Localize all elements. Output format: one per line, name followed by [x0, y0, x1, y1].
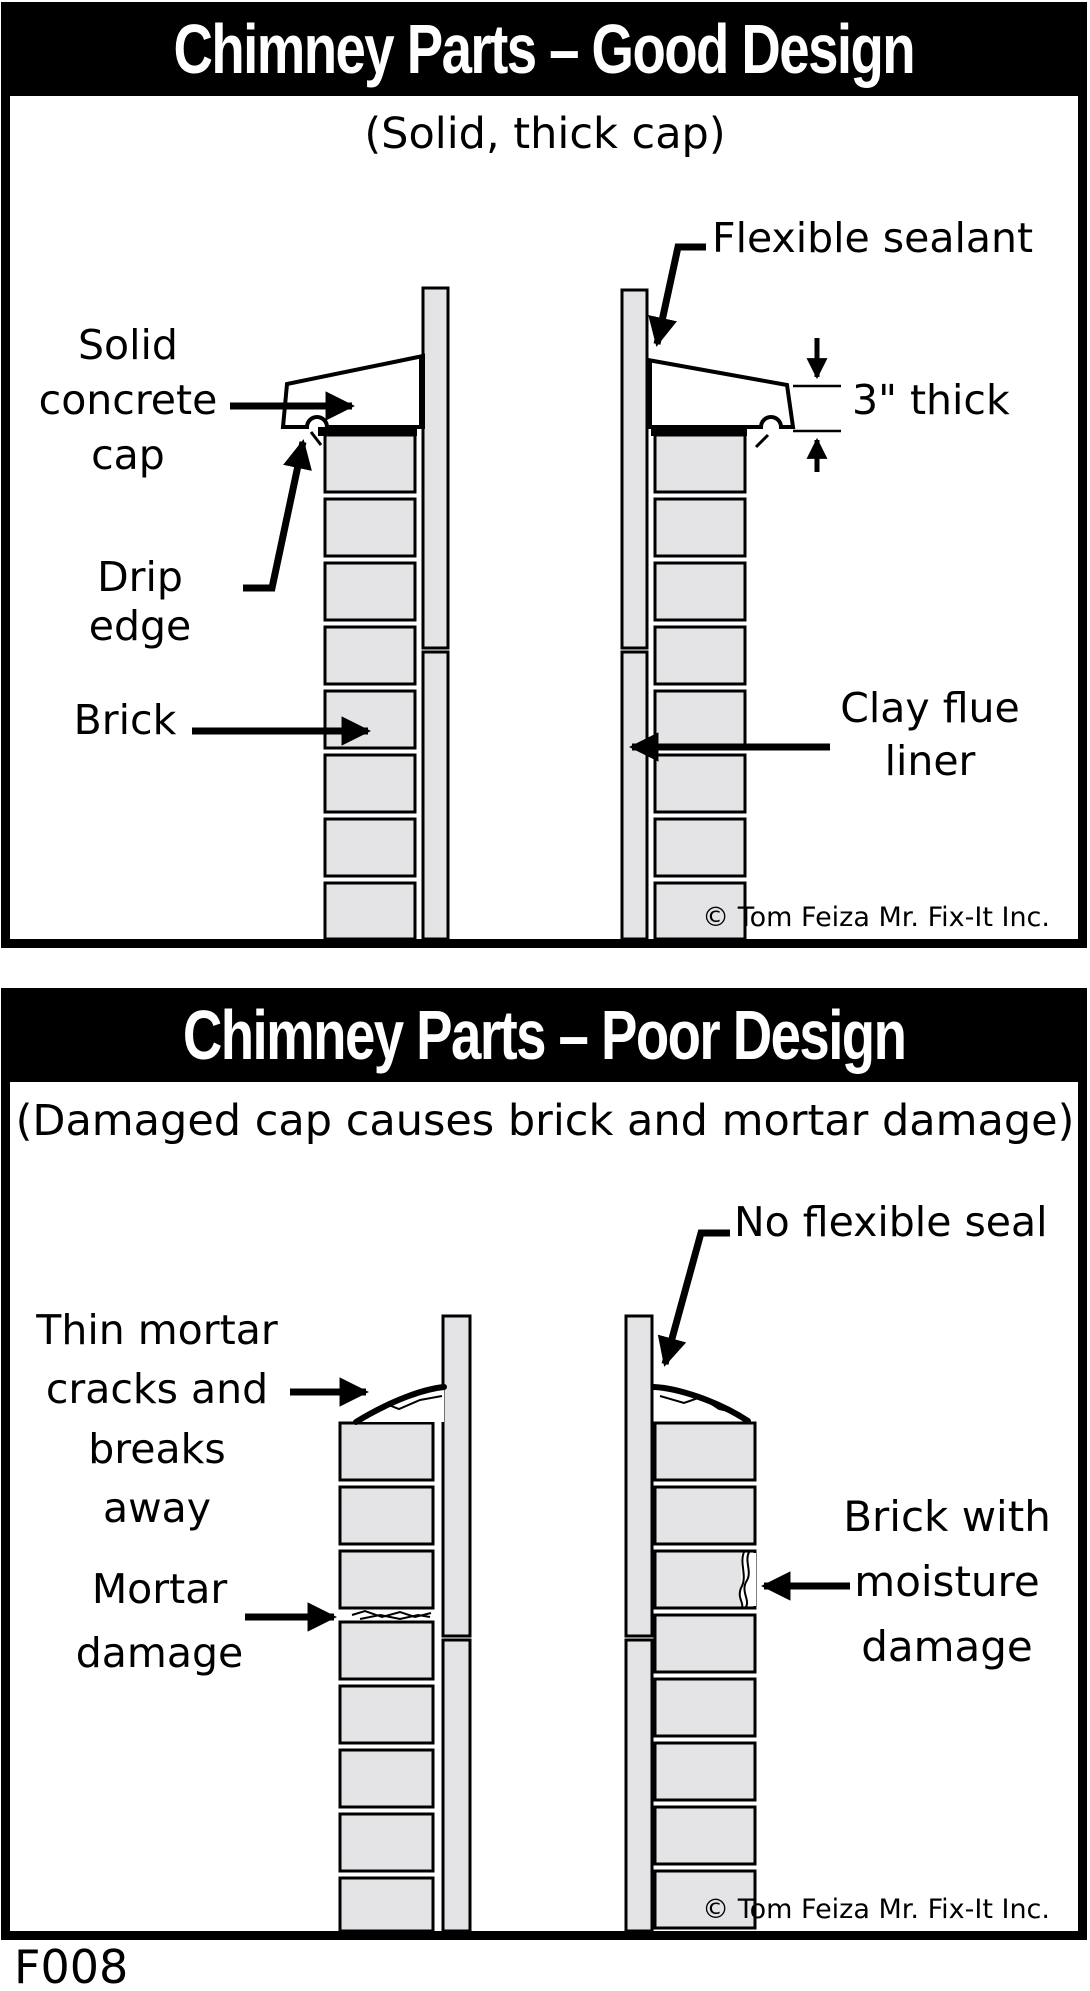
label-thin-mortar: Thin mortar cracks and breaks away — [36, 1306, 278, 1533]
panel-good-banner: Chimney Parts – Good Design — [1, 2, 1087, 96]
moisture-damaged-brick — [738, 1551, 756, 1608]
flue-liner-right-good — [620, 288, 649, 941]
label-brick: Brick — [73, 696, 177, 744]
drip-tick-left — [309, 431, 323, 446]
flue-liner-left-good — [421, 286, 450, 941]
mortar-damage-joint — [351, 1609, 432, 1621]
panel-poor-design: Chimney Parts – Poor Design — [1, 988, 1087, 1940]
flue-liner-left-poor — [441, 1314, 472, 1933]
label-clay-flue-liner: Clay flue liner — [840, 684, 1020, 786]
figure-code: F008 — [14, 1940, 129, 1991]
label-flexible-sealant: Flexible sealant — [712, 214, 1034, 262]
leader-flexible-sealant — [648, 243, 706, 347]
label-solid-concrete-cap: Solid concrete cap — [38, 321, 218, 479]
brick-column-right-poor — [653, 1421, 757, 1930]
panel-poor-title: Chimney Parts – Poor Design — [182, 996, 907, 1074]
label-cap-thickness: 3" thick — [852, 376, 1010, 424]
poor-design-drawing — [245, 1229, 850, 1933]
leader-drip-edge — [243, 439, 312, 592]
good-design-drawing — [192, 243, 841, 941]
flue-liner-right-poor — [624, 1314, 654, 1933]
drip-tick-right — [754, 433, 770, 449]
brick-column-right-good — [653, 433, 747, 941]
copyright-good: © Tom Feiza Mr. Fix-It Inc. — [702, 902, 1050, 933]
dimension-3in — [793, 338, 841, 472]
thin-mortar-cap-left — [353, 1384, 447, 1425]
brick-column-left-poor — [338, 1421, 435, 1933]
label-mortar-damage: Mortar damage — [75, 1565, 244, 1677]
label-no-flexible-seal: No flexible seal — [734, 1198, 1048, 1246]
panel-poor-banner: Chimney Parts – Poor Design — [1, 988, 1087, 1082]
panel-good-title: Chimney Parts – Good Design — [173, 10, 916, 88]
concrete-cap-right — [646, 357, 796, 429]
thin-mortar-cap-right — [651, 1384, 751, 1424]
good-subtitle: (Solid, thick cap) — [364, 109, 726, 159]
poor-subtitle: (Damaged cap causes brick and mortar dam… — [15, 1096, 1075, 1146]
leader-no-flexible-seal — [657, 1229, 730, 1367]
label-drip-edge: Drip edge — [88, 553, 192, 651]
label-brick-moisture: Brick with moisture damage — [843, 1492, 1051, 1672]
panel-good-design: Chimney Parts – Good Design — [1, 2, 1087, 948]
concrete-cap-left — [280, 353, 425, 429]
copyright-poor: © Tom Feiza Mr. Fix-It Inc. — [702, 1894, 1050, 1925]
mortar-bed-right — [651, 427, 747, 436]
mortar-bed-left — [318, 427, 417, 436]
brick-column-left-good — [323, 433, 417, 941]
